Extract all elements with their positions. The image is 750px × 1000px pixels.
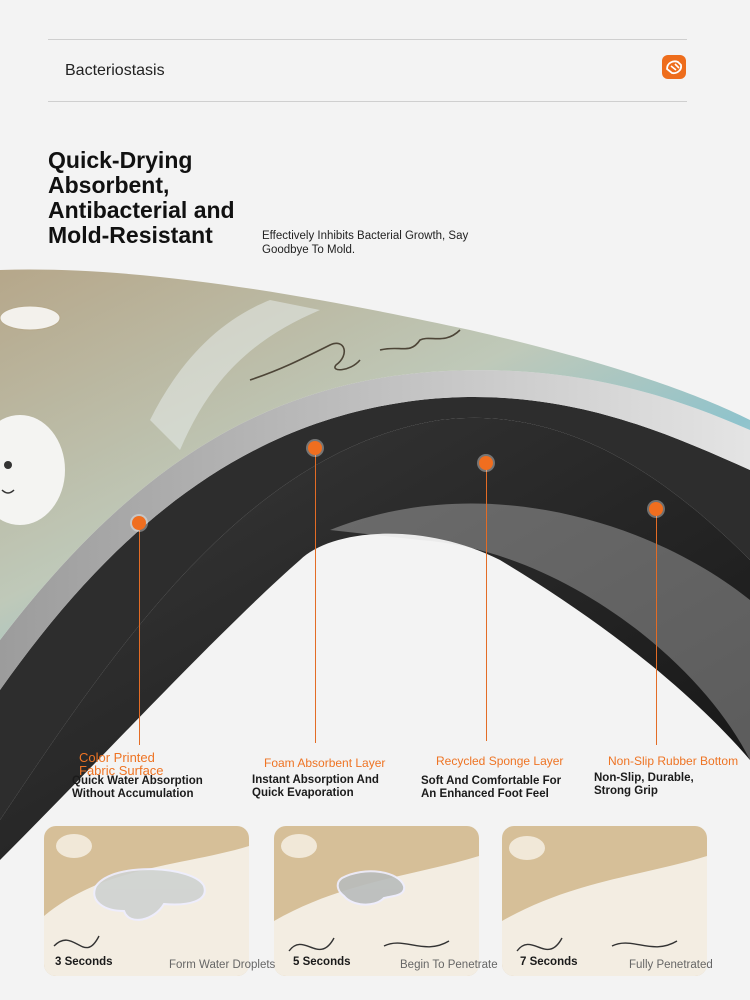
headline-line: Antibacterial and (48, 197, 235, 223)
layer-pointer-dot (649, 502, 663, 516)
layer-pointer-line (139, 523, 140, 745)
layer-description: Soft And Comfortable For An Enhanced Foo… (421, 775, 562, 800)
layer-pointer-dot (479, 456, 493, 470)
stage-caption: Form Water Droplets (169, 959, 276, 971)
headline-subtext: Effectively Inhibits Bacterial Growth, S… (262, 230, 469, 256)
absorption-stage-image (502, 826, 707, 976)
layer-pointer-line (486, 463, 487, 741)
layer-title: Recycled Sponge Layer (436, 754, 564, 768)
absorption-stage-image (44, 826, 249, 976)
bottom-divider (48, 101, 687, 102)
layer-title: Foam Absorbent Layer (264, 756, 386, 770)
layer-pointer-dot (308, 441, 322, 455)
layer-pointer-line (315, 448, 316, 743)
layer-description: Non-Slip, Durable, Strong Grip (594, 772, 694, 797)
layer-description: Instant Absorption And Quick Evaporation (252, 774, 379, 799)
layer-title: Non-Slip Rubber Bottom (608, 754, 739, 768)
absorption-stage-image (274, 826, 479, 976)
shield-icon (662, 55, 686, 79)
top-divider (48, 39, 687, 40)
stage-time: 3 Seconds (55, 956, 113, 968)
headline-line: Absorbent, (48, 172, 170, 198)
layer-pointer-line (656, 509, 657, 745)
stage-time: 5 Seconds (293, 956, 351, 968)
headline-line: Quick-Drying (48, 147, 193, 173)
stage-time: 7 Seconds (520, 956, 578, 968)
layer-title: Color Printed Fabric Surface (79, 750, 164, 778)
stage-caption: Begin To Penetrate (400, 959, 498, 971)
layer-pointer-dot (132, 516, 146, 530)
headline-line: Mold-Resistant (48, 222, 213, 248)
headline: Quick-Drying Absorbent, Antibacterial an… (48, 148, 253, 248)
stage-caption: Fully Penetrated (629, 959, 713, 971)
layer-description: Quick Water Absorption Without Accumulat… (72, 775, 203, 800)
feature-label: Bacteriostasis (65, 62, 165, 79)
